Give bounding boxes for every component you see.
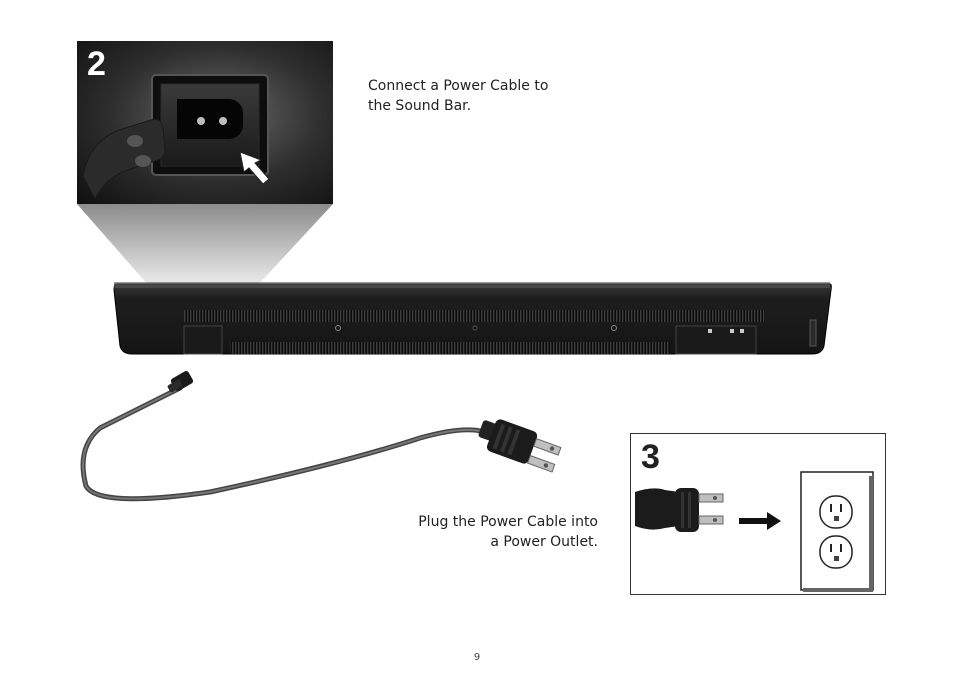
plug-into-outlet-image: [635, 471, 874, 592]
step3-number: 3: [641, 438, 660, 476]
power-port-closeup-image: [77, 41, 333, 204]
arrow-right-icon: [739, 512, 781, 530]
step3-caption: Plug the Power Cable into a Power Outlet…: [340, 512, 598, 552]
cable-connector: [167, 371, 194, 393]
step3-caption-line2: a Power Outlet.: [490, 534, 598, 550]
step2-caption-line2: the Sound Bar.: [368, 98, 472, 114]
sound-bar-image: [113, 282, 832, 355]
power-plug: [478, 419, 562, 473]
step3-caption-line1: Plug the Power Cable into: [418, 514, 598, 530]
step3-box: 3: [630, 433, 886, 595]
step2-number: 2: [87, 45, 106, 83]
zoom-projection: [77, 204, 333, 286]
arrow-icon: [239, 151, 270, 185]
wall-outlet: [800, 471, 874, 592]
step3-plug: [635, 488, 724, 532]
step2-caption-line1: Connect a Power Cable to: [368, 78, 549, 94]
step2-inset: 2: [77, 41, 333, 204]
step2-caption: Connect a Power Cable to the Sound Bar.: [368, 76, 628, 116]
page-number: 9: [473, 652, 481, 663]
power-cable-image: [80, 371, 562, 502]
